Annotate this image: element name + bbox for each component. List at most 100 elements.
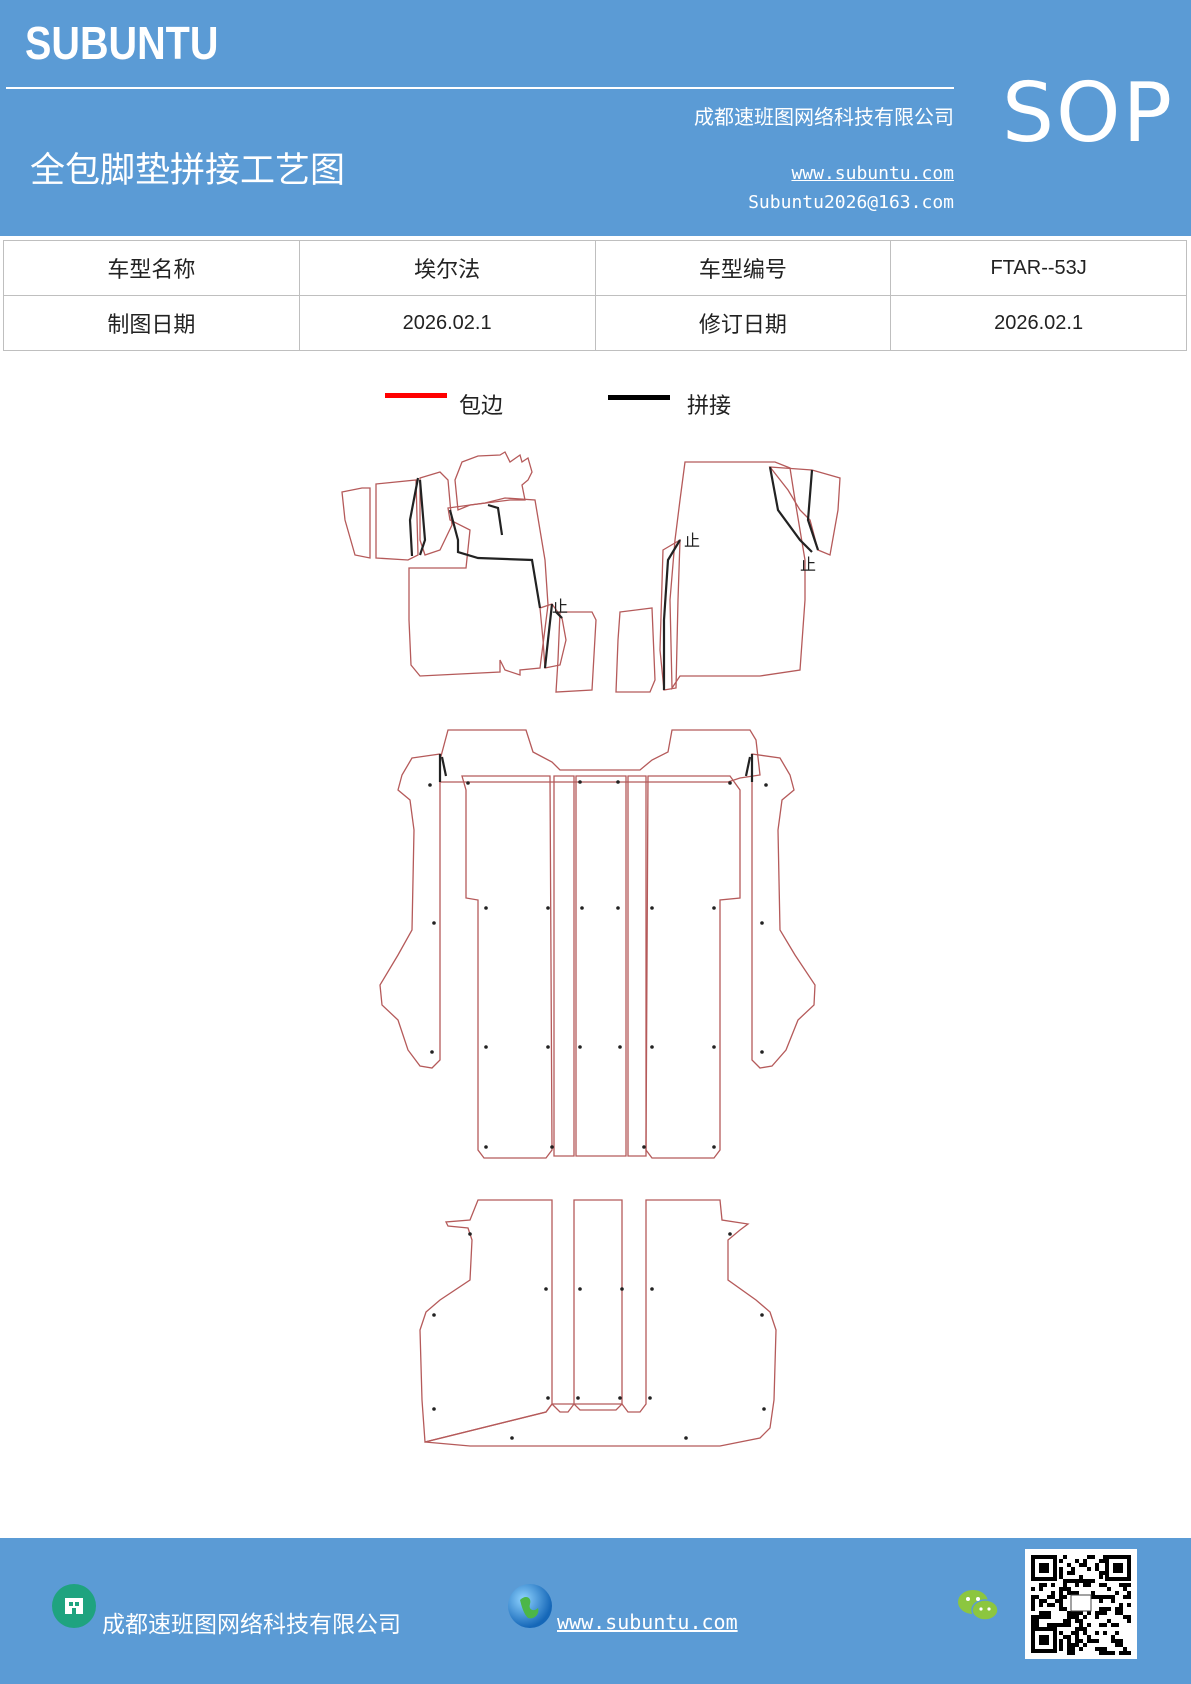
dot — [576, 1396, 580, 1400]
qr-module — [1103, 1647, 1107, 1651]
qr-module — [1103, 1559, 1107, 1563]
qr-module — [1051, 1595, 1055, 1599]
dot — [430, 1050, 434, 1054]
qr-module — [1095, 1639, 1099, 1643]
qr-module — [1083, 1627, 1087, 1631]
qr-module — [1075, 1559, 1079, 1563]
qr-module — [1103, 1555, 1107, 1559]
qr-module — [1063, 1623, 1067, 1627]
qr-module — [1099, 1647, 1103, 1651]
qr-module — [1079, 1623, 1083, 1627]
qr-module — [1079, 1611, 1083, 1615]
qr-module — [1075, 1631, 1079, 1635]
mat-front-left-strip — [539, 603, 567, 669]
qr-module — [1127, 1595, 1131, 1599]
qr-module — [1099, 1571, 1103, 1575]
qr-module — [1059, 1631, 1063, 1635]
qr-module — [1083, 1643, 1087, 1647]
dot — [712, 906, 716, 910]
qr-module — [1119, 1651, 1123, 1655]
dot — [728, 781, 732, 785]
qr-module — [1099, 1651, 1103, 1655]
qr-module — [1099, 1595, 1103, 1599]
qr-module — [1123, 1615, 1127, 1619]
seam-lines — [408, 466, 820, 782]
qr-module — [1039, 1611, 1043, 1615]
qr-module — [1115, 1611, 1119, 1615]
dot — [580, 906, 584, 910]
dot — [432, 1407, 436, 1411]
label-revision-date: 修订日期 — [594, 295, 892, 351]
header-banner: SUBUNTU SOP 成都速班图网络科技有限公司 全包脚垫拼接工艺图 www.… — [0, 0, 1191, 236]
dot — [618, 1396, 622, 1400]
qr-module — [1067, 1635, 1071, 1639]
website-link[interactable]: www.subuntu.com — [791, 163, 954, 184]
qr-module — [1075, 1591, 1079, 1595]
seam-line — [543, 603, 554, 669]
qr-module — [1087, 1635, 1091, 1639]
qr-module — [1067, 1571, 1071, 1575]
building-icon — [52, 1584, 96, 1628]
globe-icon — [508, 1584, 552, 1628]
qr-module — [1031, 1603, 1035, 1607]
qr-module — [1107, 1607, 1111, 1611]
qr-module — [1071, 1647, 1075, 1651]
dot — [484, 1145, 488, 1149]
dot — [762, 1407, 766, 1411]
qr-module — [1075, 1583, 1079, 1587]
dot — [650, 1287, 654, 1291]
qr-module — [1059, 1599, 1063, 1603]
email-address[interactable]: Subuntu2026@163.com — [748, 192, 954, 213]
qr-module — [1047, 1611, 1051, 1615]
legend-label-seam: 拼接 — [687, 394, 732, 419]
qr-module — [1115, 1591, 1119, 1595]
qr-module — [1099, 1623, 1103, 1627]
company-name: 成都速班图网络科技有限公司 — [694, 105, 954, 129]
qr-module — [1063, 1587, 1067, 1591]
qr-code[interactable] — [1025, 1549, 1137, 1659]
qr-module — [1079, 1639, 1083, 1643]
mat-middle-right-inner — [645, 775, 741, 1159]
footer-bar: 成都速班图网络科技有限公司 www.subuntu.com — [0, 1538, 1191, 1684]
qr-module — [1115, 1631, 1119, 1635]
qr-module — [1119, 1607, 1123, 1611]
legend-swatch-edge — [385, 393, 447, 398]
footer-website[interactable]: www.subuntu.com — [557, 1610, 738, 1634]
qr-module — [1059, 1607, 1063, 1611]
qr-module — [1119, 1583, 1123, 1587]
value-model-name: 埃尔法 — [298, 240, 596, 296]
qr-module — [1035, 1623, 1039, 1627]
qr-module — [1111, 1623, 1115, 1627]
qr-module — [1111, 1639, 1115, 1643]
qr-module — [1031, 1587, 1035, 1591]
qr-module — [1123, 1647, 1127, 1651]
qr-module — [1047, 1615, 1051, 1619]
qr-module — [1071, 1611, 1075, 1615]
qr-module — [1031, 1615, 1035, 1619]
qr-module — [1087, 1623, 1091, 1627]
qr-module — [1079, 1579, 1083, 1583]
qr-module — [1075, 1619, 1079, 1623]
qr-module — [1083, 1563, 1087, 1567]
qr-module — [1051, 1603, 1055, 1607]
legend-label-edge: 包边 — [459, 394, 504, 419]
wechat-icon[interactable] — [956, 1586, 1000, 1626]
brand-logo: SUBUNTU — [25, 17, 219, 69]
qr-module — [1119, 1643, 1123, 1647]
qr-module — [1043, 1583, 1047, 1587]
qr-module — [1063, 1583, 1067, 1587]
dot — [764, 783, 768, 787]
qr-module — [1099, 1559, 1103, 1563]
dot — [684, 1436, 688, 1440]
alignment-dots — [428, 780, 768, 1440]
qr-module — [1127, 1591, 1131, 1595]
qr-module — [1095, 1647, 1099, 1651]
mat-rear-right — [424, 1199, 777, 1447]
qr-module — [1099, 1583, 1103, 1587]
value-drawing-date: 2026.02.1 — [298, 295, 596, 351]
qr-module — [1071, 1591, 1075, 1595]
qr-module — [1059, 1643, 1063, 1647]
qr-module — [1063, 1555, 1067, 1559]
seam-line — [768, 466, 813, 553]
qr-module — [1067, 1563, 1071, 1567]
